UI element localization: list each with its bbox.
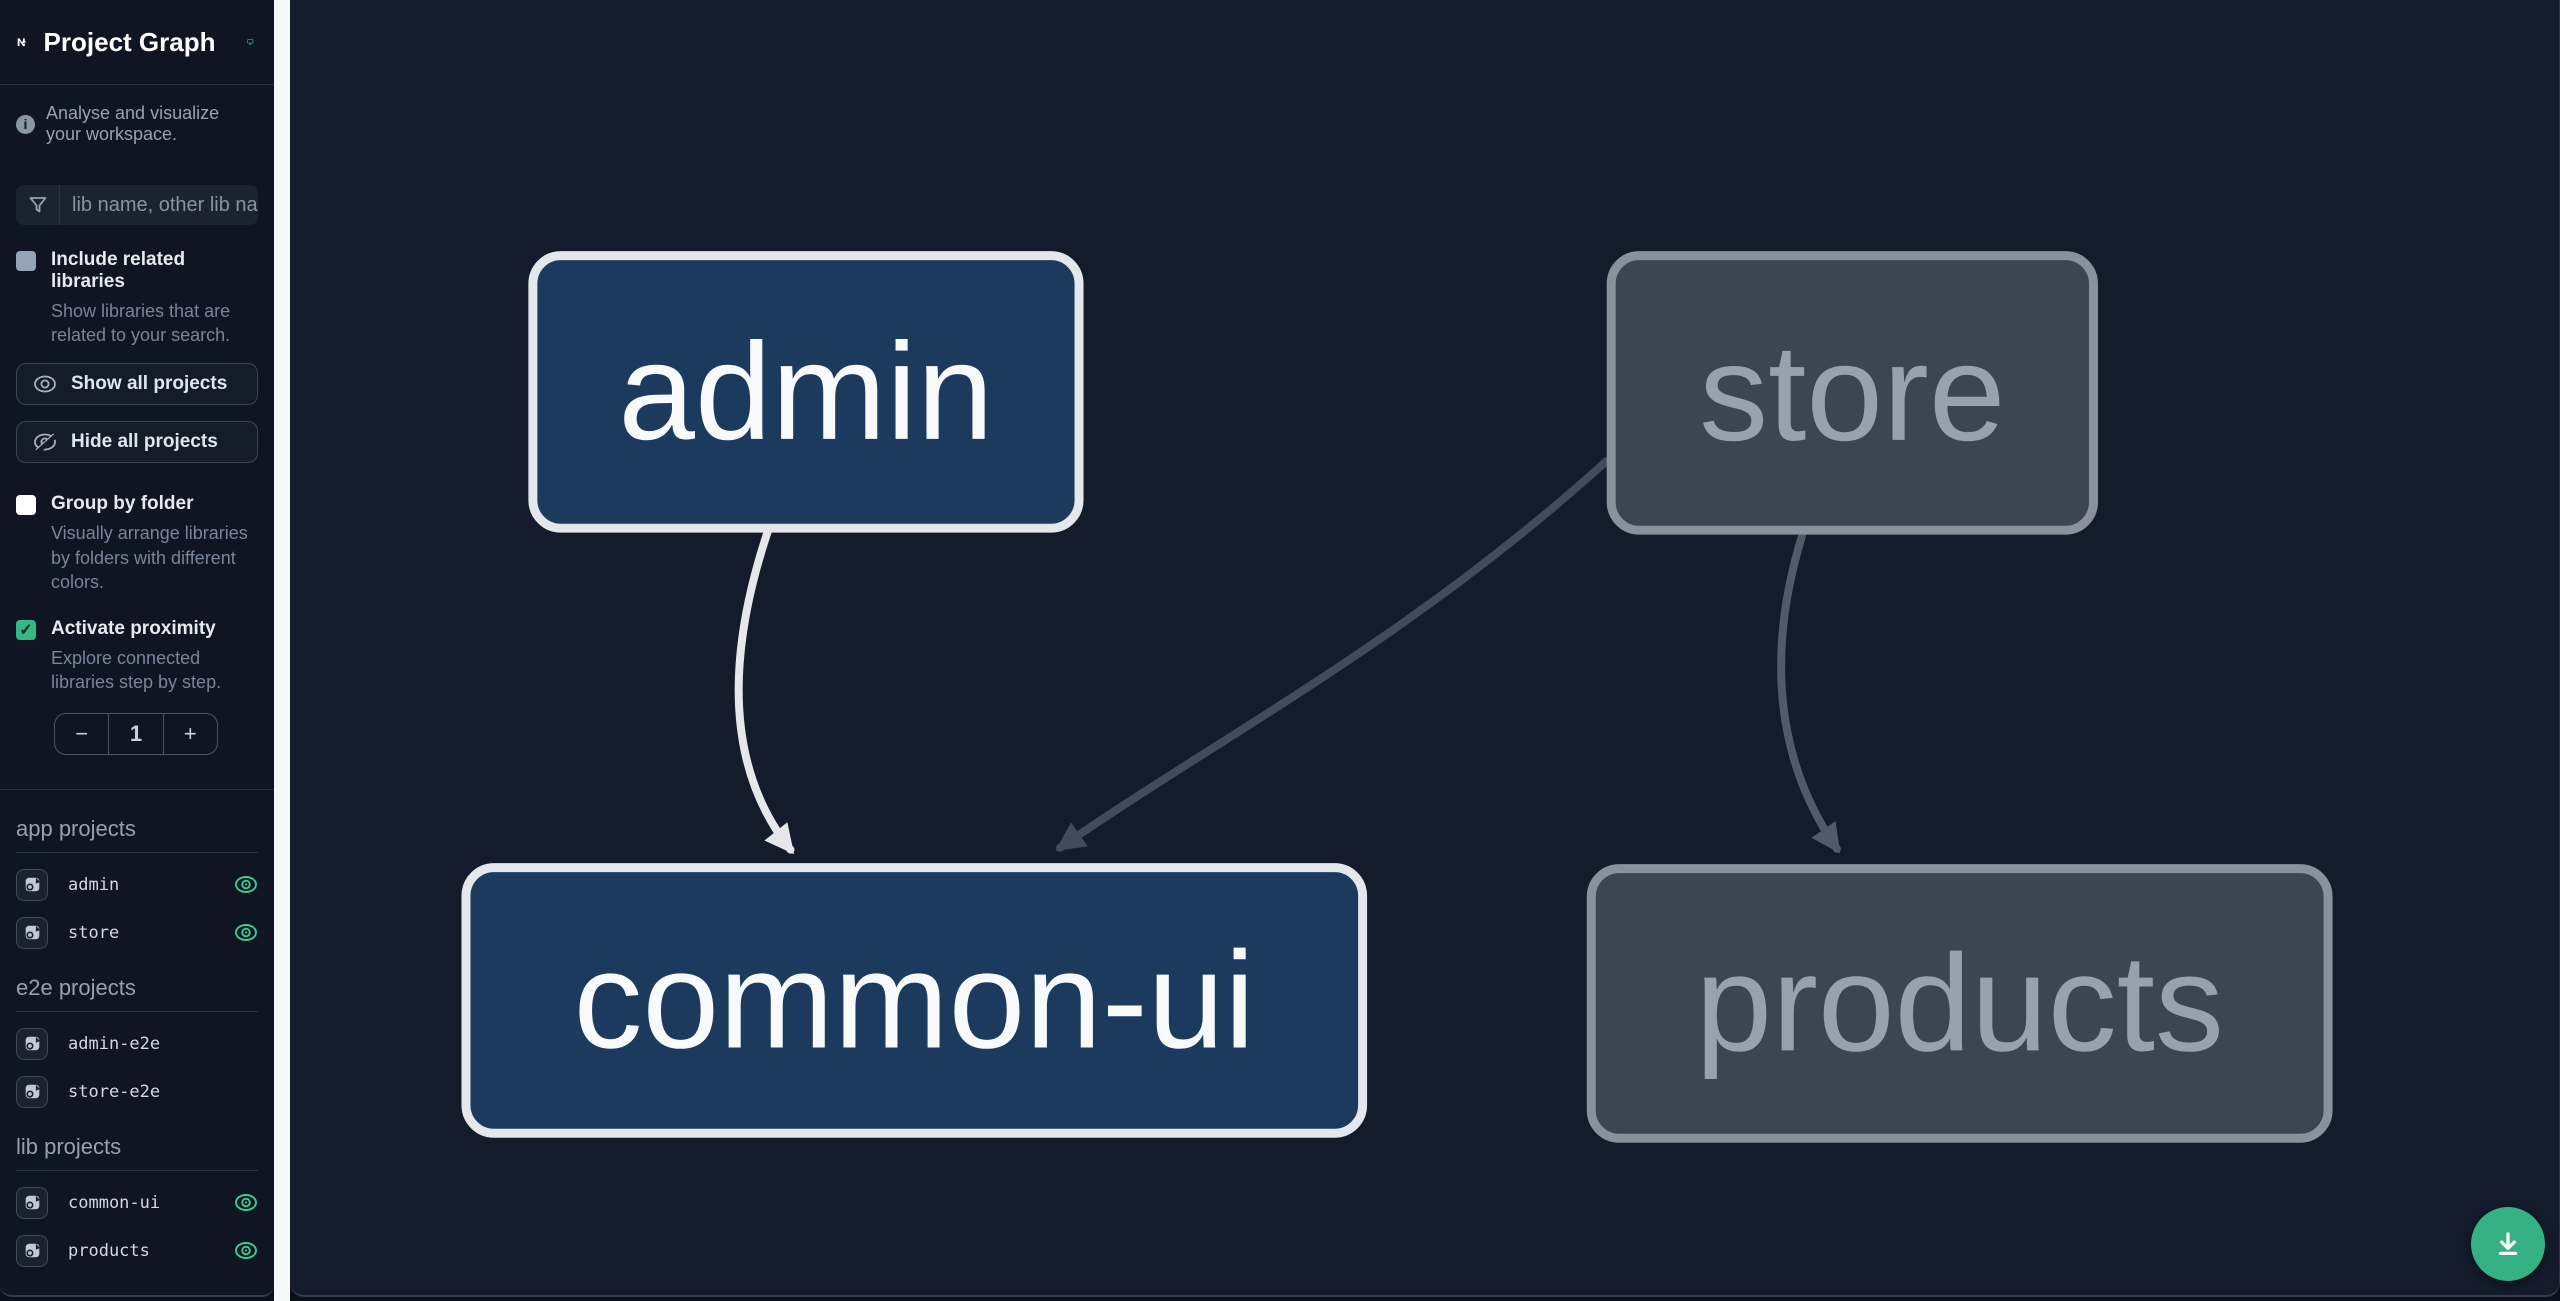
focus-icon — [25, 1084, 40, 1099]
sidebar-header: Project Graph — [0, 0, 274, 84]
sections-divider — [0, 788, 274, 790]
hide-all-projects-button[interactable]: Hide all projects — [16, 421, 258, 464]
project-name: store-e2e — [68, 1081, 161, 1102]
proximity-decrement-button[interactable]: − — [75, 720, 89, 746]
section-heading: e2e projects — [16, 949, 258, 1012]
workspace-info: i Analyse and visualize your workspace. — [0, 85, 274, 159]
section-list: admin-e2e store-e2e — [16, 1027, 258, 1108]
show-all-projects-button[interactable]: Show all projects — [16, 363, 258, 406]
project-list-item: admin — [16, 868, 258, 901]
section-list: common-ui products — [16, 1186, 258, 1267]
focus-project-button-products[interactable] — [16, 1234, 48, 1267]
group-by-folder-label: Group by folder — [51, 493, 194, 515]
search-box — [16, 185, 258, 225]
focus-project-button-store-e2e[interactable] — [16, 1075, 48, 1108]
group-by-folder-checkbox[interactable] — [16, 495, 36, 516]
project-section: lib projects common-ui p — [16, 1108, 258, 1267]
focus-icon — [25, 1243, 40, 1258]
project-section: e2e projects admin-e2e store-e2e — [16, 949, 258, 1108]
graph-node-admin[interactable]: admin — [528, 251, 1084, 533]
focus-project-button-common-ui[interactable] — [16, 1186, 48, 1219]
proximity-stepper: − 1 + — [54, 712, 218, 755]
svg-text:store: store — [1699, 316, 2005, 470]
graph-node-common-ui[interactable]: common-ui — [461, 863, 1368, 1138]
section-list: admin store — [16, 868, 258, 949]
focus-project-button-admin-e2e[interactable] — [16, 1027, 48, 1060]
eye-visible-icon[interactable] — [234, 875, 258, 894]
edge-store-to-common-ui[interactable] — [1055, 457, 1611, 852]
edge-admin-to-common-ui[interactable] — [734, 525, 795, 855]
nx-logo — [17, 38, 27, 47]
eye-icon — [34, 375, 56, 393]
panel-divider — [274, 0, 290, 1301]
page-title: Project Graph — [43, 26, 216, 57]
info-icon: i — [16, 114, 35, 134]
project-section: app projects admin store — [16, 790, 258, 949]
activate-proximity-label: Activate proximity — [51, 618, 216, 640]
focus-icon — [25, 1036, 40, 1051]
include-related-label: Include related libraries — [51, 249, 186, 292]
include-related-checkbox[interactable] — [16, 251, 36, 271]
project-sections: app projects admin store — [0, 790, 274, 1267]
edge-store-to-products[interactable] — [1777, 532, 1841, 854]
activate-proximity-description: Explore connected libraries step by step… — [51, 648, 222, 693]
hide-all-label: Hide all projects — [71, 431, 218, 453]
graph-node-products[interactable]: products — [1586, 864, 2333, 1143]
proximity-value[interactable]: 1 — [108, 713, 162, 754]
project-list-item: store — [16, 916, 258, 949]
download-button[interactable] — [2471, 1207, 2545, 1281]
project-name: store — [68, 922, 120, 943]
project-name: products — [68, 1240, 150, 1261]
focus-icon — [25, 1195, 40, 1210]
sidebar: Project Graph i Analyse and visualize yo… — [0, 0, 274, 1297]
include-related-description: Show libraries that are related to your … — [51, 300, 231, 345]
project-name: admin — [68, 874, 120, 895]
funnel-icon — [16, 185, 60, 225]
svg-text:admin: admin — [618, 315, 993, 469]
focus-project-button-store[interactable] — [16, 916, 48, 949]
monitor-icon[interactable] — [247, 30, 254, 54]
focus-icon — [25, 925, 40, 940]
workspace-subtitle: Analyse and visualize your workspace. — [46, 103, 220, 144]
section-heading: app projects — [16, 790, 258, 853]
project-list-item: store-e2e — [16, 1075, 258, 1108]
eye-visible-icon[interactable] — [234, 923, 258, 942]
show-all-label: Show all projects — [71, 373, 228, 395]
svg-text:common-ui: common-ui — [574, 923, 1255, 1077]
graph-node-store[interactable]: store — [1606, 251, 2098, 535]
section-heading: lib projects — [16, 1108, 258, 1171]
download-icon — [2498, 1232, 2518, 1255]
header-divider — [0, 84, 274, 85]
project-list-item: common-ui — [16, 1186, 258, 1219]
activate-proximity-row: ✓ Activate proximity Explore connected l… — [16, 618, 258, 695]
graph-canvas[interactable]: admin store common-ui products — [290, 0, 2559, 1295]
group-by-folder-description: Visually arrange libraries by folders wi… — [51, 523, 248, 592]
search-input[interactable] — [60, 185, 258, 225]
activate-proximity-checkbox[interactable]: ✓ — [16, 620, 36, 641]
focus-project-button-admin[interactable] — [16, 868, 48, 901]
eye-off-icon — [34, 433, 57, 453]
include-related-row: Include related libraries Show libraries… — [16, 249, 258, 347]
project-list-item: admin-e2e — [16, 1027, 258, 1060]
project-list-item: products — [16, 1234, 258, 1267]
eye-visible-icon[interactable] — [234, 1193, 258, 1212]
focus-icon — [25, 877, 40, 892]
group-by-folder-row: Group by folder Visually arrange librari… — [16, 493, 258, 594]
project-name: admin-e2e — [68, 1033, 161, 1054]
proximity-increment-button[interactable]: + — [162, 713, 217, 754]
graph-panel: admin store common-ui products — [290, 0, 2560, 1297]
eye-visible-icon[interactable] — [234, 1241, 258, 1260]
svg-text:products: products — [1695, 926, 2223, 1080]
project-name: common-ui — [68, 1192, 161, 1213]
